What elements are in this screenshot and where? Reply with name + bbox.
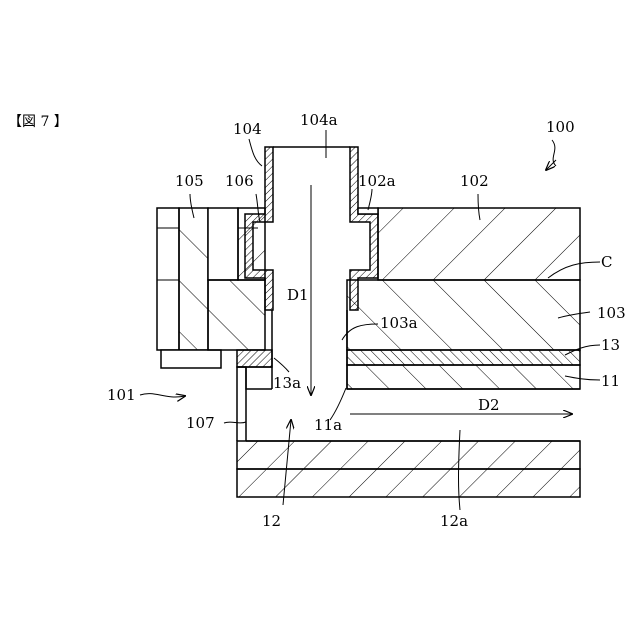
layer-13 — [347, 350, 580, 365]
label-104: 104 — [233, 120, 262, 138]
label-c: C — [601, 253, 612, 271]
label-102a: 102a — [358, 172, 396, 190]
label-d1: D1 — [287, 286, 309, 304]
label-101: 101 — [107, 386, 136, 404]
layer-13a — [237, 350, 272, 367]
label-12a: 12a — [440, 512, 468, 530]
label-107: 107 — [186, 414, 215, 432]
label-100: 100 — [546, 118, 575, 136]
label-13a: 13a — [273, 374, 301, 392]
layer-102 — [378, 208, 580, 280]
figure-caption: 【図 7 】 — [8, 114, 68, 130]
label-104a: 104a — [300, 111, 338, 129]
label-13: 13 — [601, 336, 620, 354]
label-105: 105 — [175, 172, 204, 190]
label-103a: 103a — [380, 314, 418, 332]
layer-11 — [347, 365, 580, 389]
label-d2: D2 — [478, 396, 500, 414]
label-102: 102 — [460, 172, 489, 190]
label-11: 11 — [601, 372, 620, 390]
label-106: 106 — [225, 172, 254, 190]
label-103: 103 — [597, 304, 626, 322]
label-11a: 11a — [314, 416, 342, 434]
label-12: 12 — [262, 512, 281, 530]
